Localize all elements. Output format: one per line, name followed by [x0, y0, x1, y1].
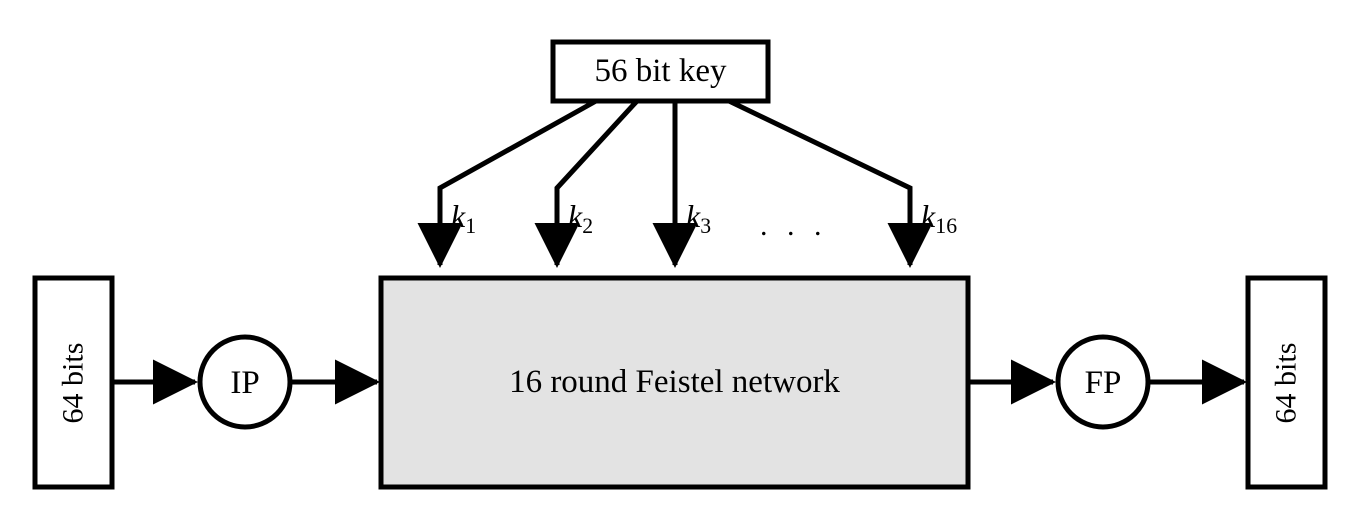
round-key-subscript-16: 16 — [935, 214, 958, 239]
round-key-label-16: k16 — [921, 198, 957, 237]
key-block-label: 56 bit key — [594, 53, 727, 89]
round-keys-ellipsis: . . . — [760, 209, 828, 242]
round-key-subscript-2: 2 — [582, 214, 594, 239]
round-key-connectors — [417, 98, 933, 269]
input-block-label: 64 bits — [56, 342, 90, 424]
round-key-label-3: k3 — [686, 198, 711, 237]
feistel-block-label: 16 round Feistel network — [509, 364, 840, 400]
input-block-rect — [32, 275, 115, 490]
output-block-label: 64 bits — [1269, 342, 1303, 424]
round-key-label-2: k2 — [568, 198, 593, 237]
final-permutation-label: FP — [1084, 364, 1122, 401]
round-key-label-1: k1 — [451, 198, 476, 237]
round-key-letter-16: k — [921, 198, 936, 234]
round-key-letter-2: k — [568, 198, 583, 234]
round-key-subscript-3: 3 — [700, 214, 712, 239]
round-key-line-16 — [727, 98, 933, 269]
initial-permutation-label: IP — [230, 364, 260, 401]
output-block-rect — [1245, 275, 1328, 490]
feistel-block-rect — [378, 275, 971, 490]
round-key-subscript-1: 1 — [465, 214, 477, 239]
round-key-line-1 — [417, 98, 598, 269]
round-key-letter-3: k — [686, 198, 701, 234]
round-key-line-2 — [534, 99, 639, 269]
key-block-rect — [550, 39, 771, 104]
round-key-letter-1: k — [451, 198, 466, 234]
